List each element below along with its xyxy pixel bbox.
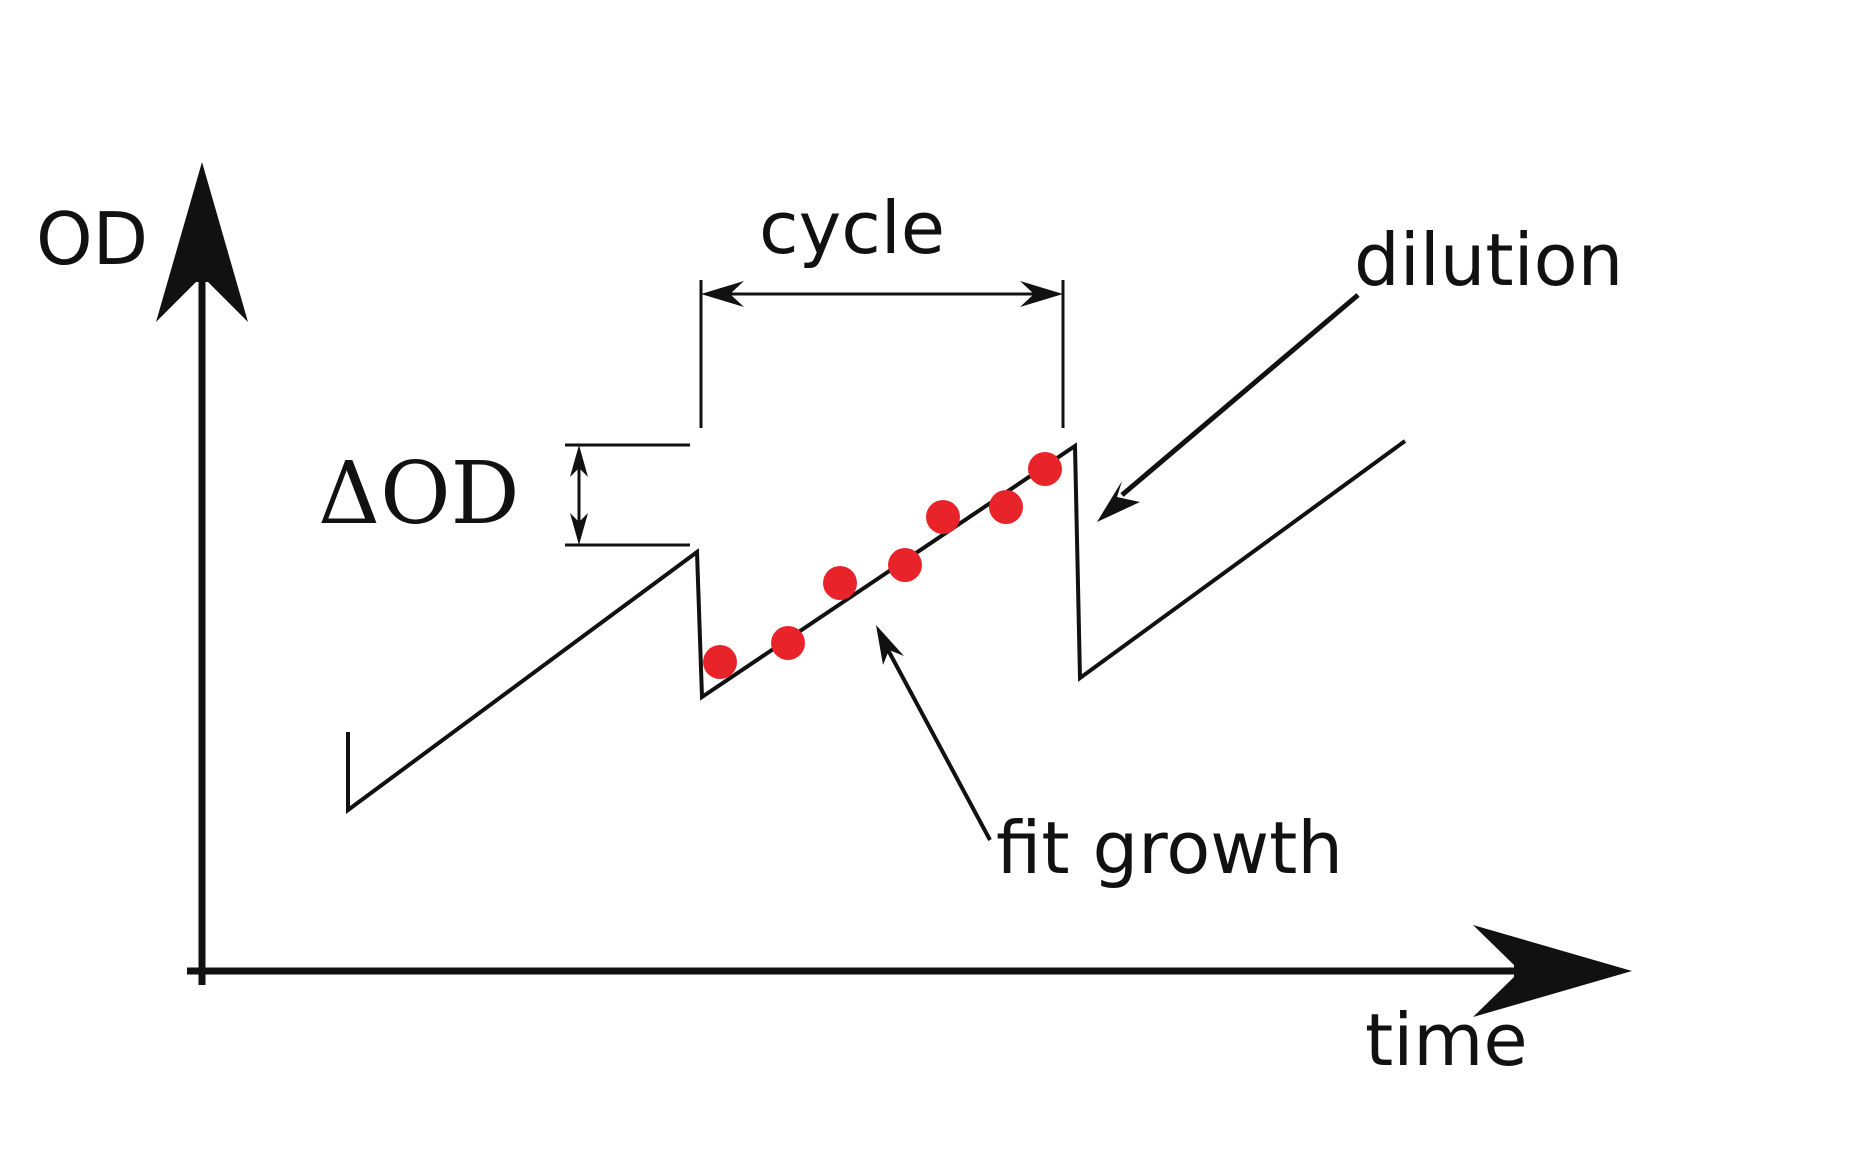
data-point [888,548,922,582]
delta-od-marker [565,443,690,547]
fit-growth-arrowhead [876,625,904,665]
x-axis-label: time [1365,998,1528,1082]
data-point [1028,452,1062,486]
cycle-marker [699,280,1065,428]
delta-od-label: ΔOD [318,444,520,544]
cycle-label: cycle [759,186,945,270]
data-point [703,645,737,679]
data-point [771,626,805,660]
y-axis [156,162,248,985]
data-point [926,500,960,534]
cycle-arrow-right [1020,281,1063,307]
cycle-arrow-left [701,281,744,307]
delta-od-arrow-up [570,445,588,477]
fit-growth-label: fit growth [996,806,1343,890]
x-axis [187,925,1632,1017]
data-points [703,452,1062,679]
fit-growth-pointer [876,625,992,841]
od-trace [346,439,1407,814]
dilution-arrowhead [1097,481,1140,522]
dilution-pointer [1097,293,1360,522]
data-point [989,490,1023,524]
y-axis-label: OD [36,197,148,281]
data-point [823,566,857,600]
x-axis-arrowhead [1473,925,1632,1017]
y-axis-arrowhead [156,162,248,322]
dilution-label: dilution [1354,218,1623,302]
delta-od-arrow-down [570,513,588,545]
